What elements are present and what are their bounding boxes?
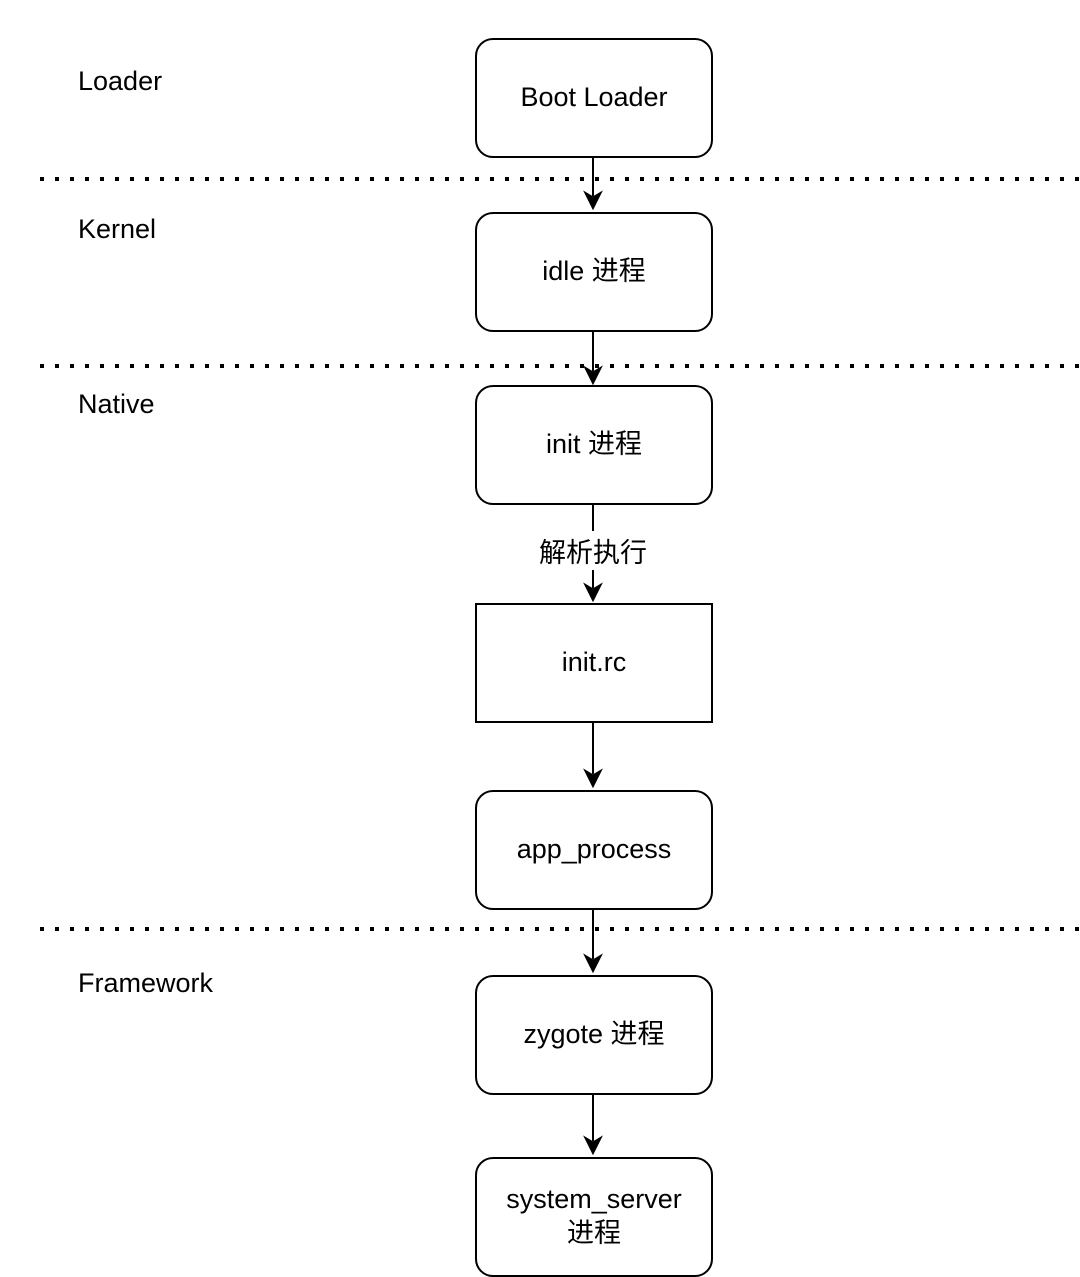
arrow-head-idle-init bbox=[583, 365, 603, 386]
node-label: zygote 进程 bbox=[523, 1019, 665, 1050]
edge-label-parse-execute: 解析执行 bbox=[533, 531, 653, 570]
layer-separator-loader-kernel bbox=[40, 177, 1080, 181]
arrow-head-initrc-appprocess bbox=[583, 768, 603, 789]
node-boot-loader[interactable]: Boot Loader bbox=[475, 38, 713, 158]
node-label: init.rc bbox=[561, 647, 627, 678]
arrow-head-zygote-systemserver bbox=[583, 1135, 603, 1156]
node-idle-process[interactable]: idle 进程 bbox=[475, 212, 713, 332]
layer-separator-native-framework bbox=[40, 927, 1080, 931]
node-app-process[interactable]: app_process bbox=[475, 790, 713, 910]
arrow-head-init-initrc bbox=[583, 582, 603, 603]
layer-label-framework: Framework bbox=[78, 968, 214, 998]
node-label: idle 进程 bbox=[542, 256, 646, 287]
node-label: app_process bbox=[516, 834, 672, 865]
node-init-process[interactable]: init 进程 bbox=[475, 385, 713, 505]
node-init-rc[interactable]: init.rc bbox=[475, 603, 713, 723]
arrow-head-appprocess-zygote bbox=[583, 953, 603, 974]
node-zygote-process[interactable]: zygote 进程 bbox=[475, 975, 713, 1095]
node-label: system_server 进程 bbox=[506, 1184, 682, 1248]
layer-label-loader: Loader bbox=[78, 66, 163, 96]
node-label: Boot Loader bbox=[520, 82, 668, 113]
arrow-head-bootloader-idle bbox=[583, 190, 603, 211]
layer-separator-kernel-native bbox=[40, 364, 1080, 368]
node-label: init 进程 bbox=[545, 429, 643, 460]
layer-label-native: Native bbox=[78, 389, 155, 419]
layer-label-kernel: Kernel bbox=[78, 214, 157, 244]
node-system-server-process[interactable]: system_server 进程 bbox=[475, 1157, 713, 1277]
